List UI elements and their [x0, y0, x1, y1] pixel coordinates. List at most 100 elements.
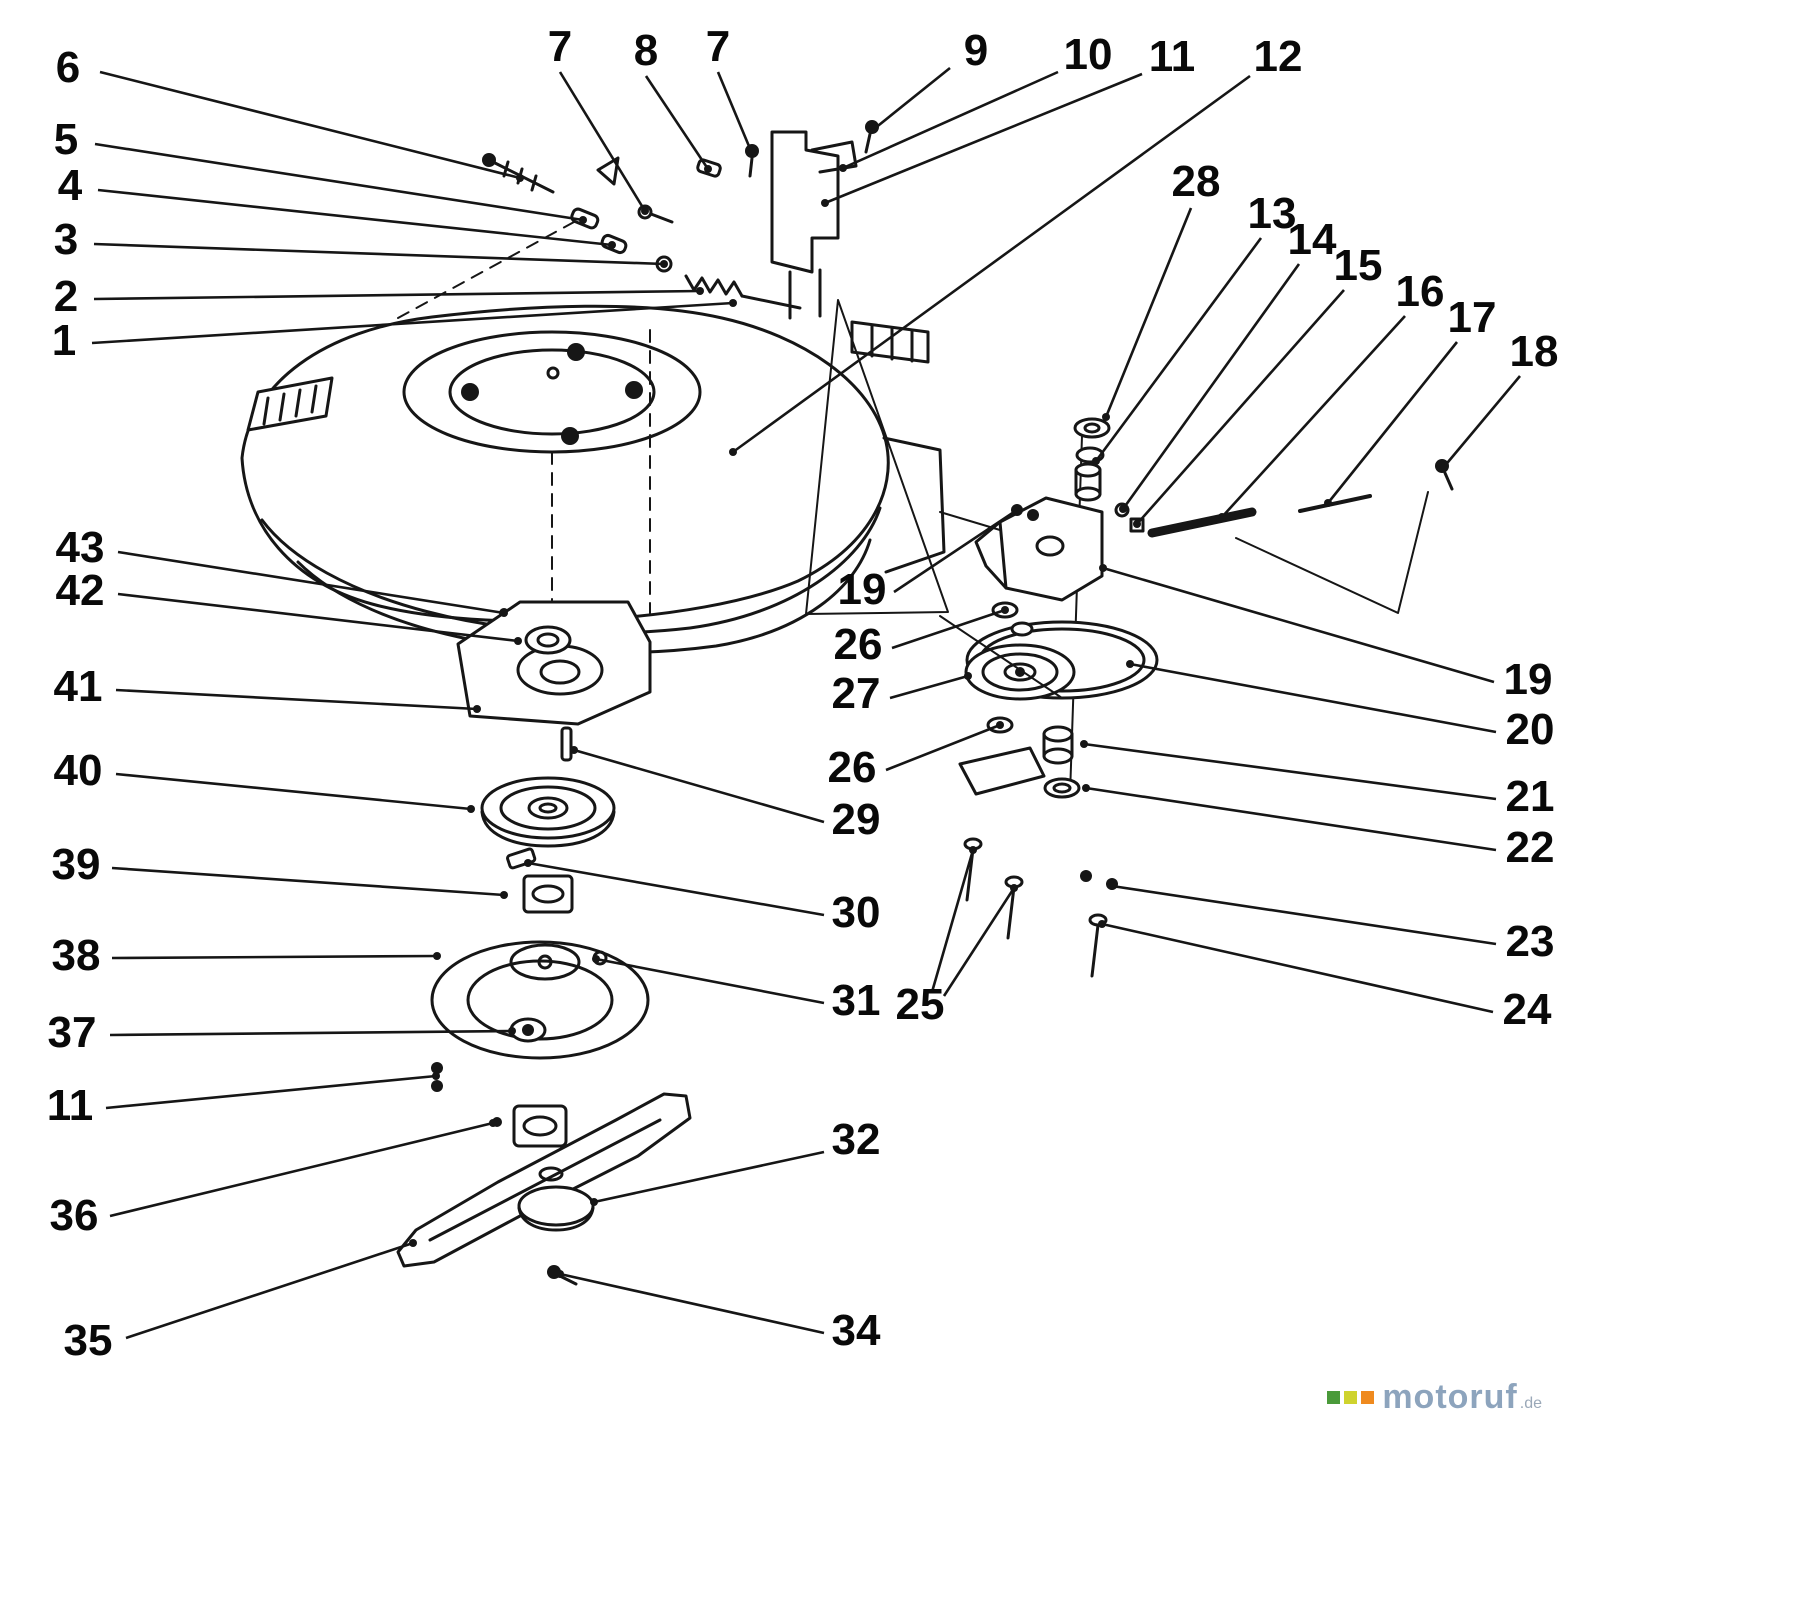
- leader-line: [930, 849, 975, 993]
- leader-line: [1326, 341, 1459, 504]
- callout-number-1: 1: [52, 316, 76, 365]
- rod-17: [1298, 494, 1372, 513]
- leader-line: [644, 75, 710, 170]
- callout-number-13: 13: [1248, 189, 1297, 238]
- leader-line: [1094, 237, 1263, 462]
- callout-number-7: 7: [706, 22, 730, 71]
- callout-number-40: 40: [54, 746, 103, 795]
- leader-line: [527, 861, 825, 917]
- leader-line: [732, 74, 1251, 454]
- diagram-artwork: [240, 120, 1454, 1286]
- control-bracket-assembly: [482, 120, 879, 320]
- leader-line: [1129, 662, 1497, 734]
- leader-line: [94, 142, 584, 222]
- leader-line: [716, 71, 753, 152]
- watermark-tld: .de: [1519, 1395, 1542, 1412]
- leader-line: [889, 674, 969, 700]
- spacer-21: [1042, 725, 1074, 743]
- callout-number-36: 36: [50, 1191, 99, 1240]
- leader-line: [111, 866, 505, 897]
- leader-line: [891, 608, 1006, 650]
- leader-line-endpoint: [1092, 457, 1100, 465]
- leader-line: [595, 957, 825, 1005]
- watermark-brand: motoruf: [1382, 1378, 1518, 1416]
- watermark-square-yellow: [1344, 1391, 1358, 1404]
- leader-line: [1085, 786, 1497, 852]
- key-30: [506, 847, 537, 870]
- leader-line-endpoint: [729, 448, 737, 456]
- leader-line-endpoint: [1080, 740, 1088, 748]
- leader-line: [93, 242, 665, 266]
- leader-line-endpoint: [870, 125, 878, 133]
- leader-line: [125, 1241, 414, 1340]
- leader-line: [558, 71, 647, 212]
- leader-line-endpoint: [821, 199, 829, 207]
- callout-number-19: 19: [1504, 655, 1553, 704]
- leader-line-endpoint: [608, 241, 616, 249]
- leader-line-endpoint: [1099, 564, 1107, 572]
- leader-line-endpoint: [1324, 499, 1332, 507]
- callout-number-26: 26: [828, 743, 877, 792]
- leader-line-endpoint: [696, 287, 704, 295]
- leader-line-endpoint: [1098, 920, 1106, 928]
- leader-line: [115, 688, 478, 711]
- callout-number-43: 43: [56, 523, 105, 572]
- callout-number-18: 18: [1510, 327, 1559, 376]
- leader-line: [117, 550, 505, 615]
- leader-line-endpoint: [964, 672, 972, 680]
- leader-line: [873, 66, 951, 131]
- callout-number-31: 31: [832, 976, 881, 1025]
- leader-line-endpoint: [432, 1072, 440, 1080]
- leader-line: [942, 887, 1016, 997]
- leader-line: [1111, 884, 1497, 946]
- leader-line: [1442, 375, 1521, 469]
- deck-grip-left: [246, 376, 334, 432]
- watermark: motoruf.de: [1327, 1378, 1542, 1417]
- callout-number-24: 24: [1503, 985, 1552, 1034]
- leader-line: [109, 1121, 494, 1218]
- blade-disc-38: [430, 940, 650, 1060]
- adapter-39: [522, 874, 574, 914]
- callout-number-29: 29: [832, 795, 881, 844]
- callout-number-3: 3: [54, 215, 78, 264]
- leader-line: [885, 723, 1001, 772]
- leader-line-endpoint: [1119, 505, 1127, 513]
- bolt-23: [1080, 870, 1092, 882]
- leader-line-endpoint: [747, 147, 755, 155]
- callout-number-11: 11: [47, 1081, 94, 1130]
- leader-line-endpoint: [1439, 464, 1447, 472]
- leader-line: [893, 508, 1018, 594]
- callout-number-9: 9: [964, 26, 988, 75]
- leader-line-endpoint: [524, 859, 532, 867]
- leader-line: [105, 1074, 437, 1110]
- leader-line: [117, 592, 519, 643]
- leader-line-endpoint: [1218, 513, 1226, 521]
- leader-line-endpoint: [500, 609, 508, 617]
- callout-number-10: 10: [1064, 30, 1113, 79]
- leader-line-endpoint: [1082, 784, 1090, 792]
- callout-number-8: 8: [634, 26, 658, 75]
- leader-line: [842, 70, 1059, 170]
- leader-line: [1083, 742, 1497, 801]
- callout-number-2: 2: [54, 272, 78, 321]
- leader-line: [1136, 289, 1345, 525]
- callout-number-5: 5: [54, 115, 78, 164]
- pin-7a: [637, 204, 653, 220]
- leader-line-endpoint: [1001, 606, 1009, 614]
- pin-16: [1147, 507, 1257, 538]
- leader-line: [1101, 922, 1494, 1014]
- mower-deck: [240, 221, 949, 655]
- leader-line-endpoint: [579, 216, 587, 224]
- leader-line-endpoint: [489, 1119, 497, 1127]
- callout-number-12: 12: [1254, 32, 1303, 81]
- leader-line-endpoint: [500, 891, 508, 899]
- callout-number-19: 19: [838, 565, 887, 614]
- spring-2: [684, 274, 744, 298]
- leader-line-endpoint: [473, 705, 481, 713]
- callout-number-20: 20: [1506, 705, 1555, 754]
- leader-line-endpoint: [660, 260, 668, 268]
- callout-number-15: 15: [1334, 241, 1383, 290]
- leader-line: [115, 772, 472, 811]
- callout-number-41: 41: [54, 662, 103, 711]
- pin-29: [560, 726, 573, 762]
